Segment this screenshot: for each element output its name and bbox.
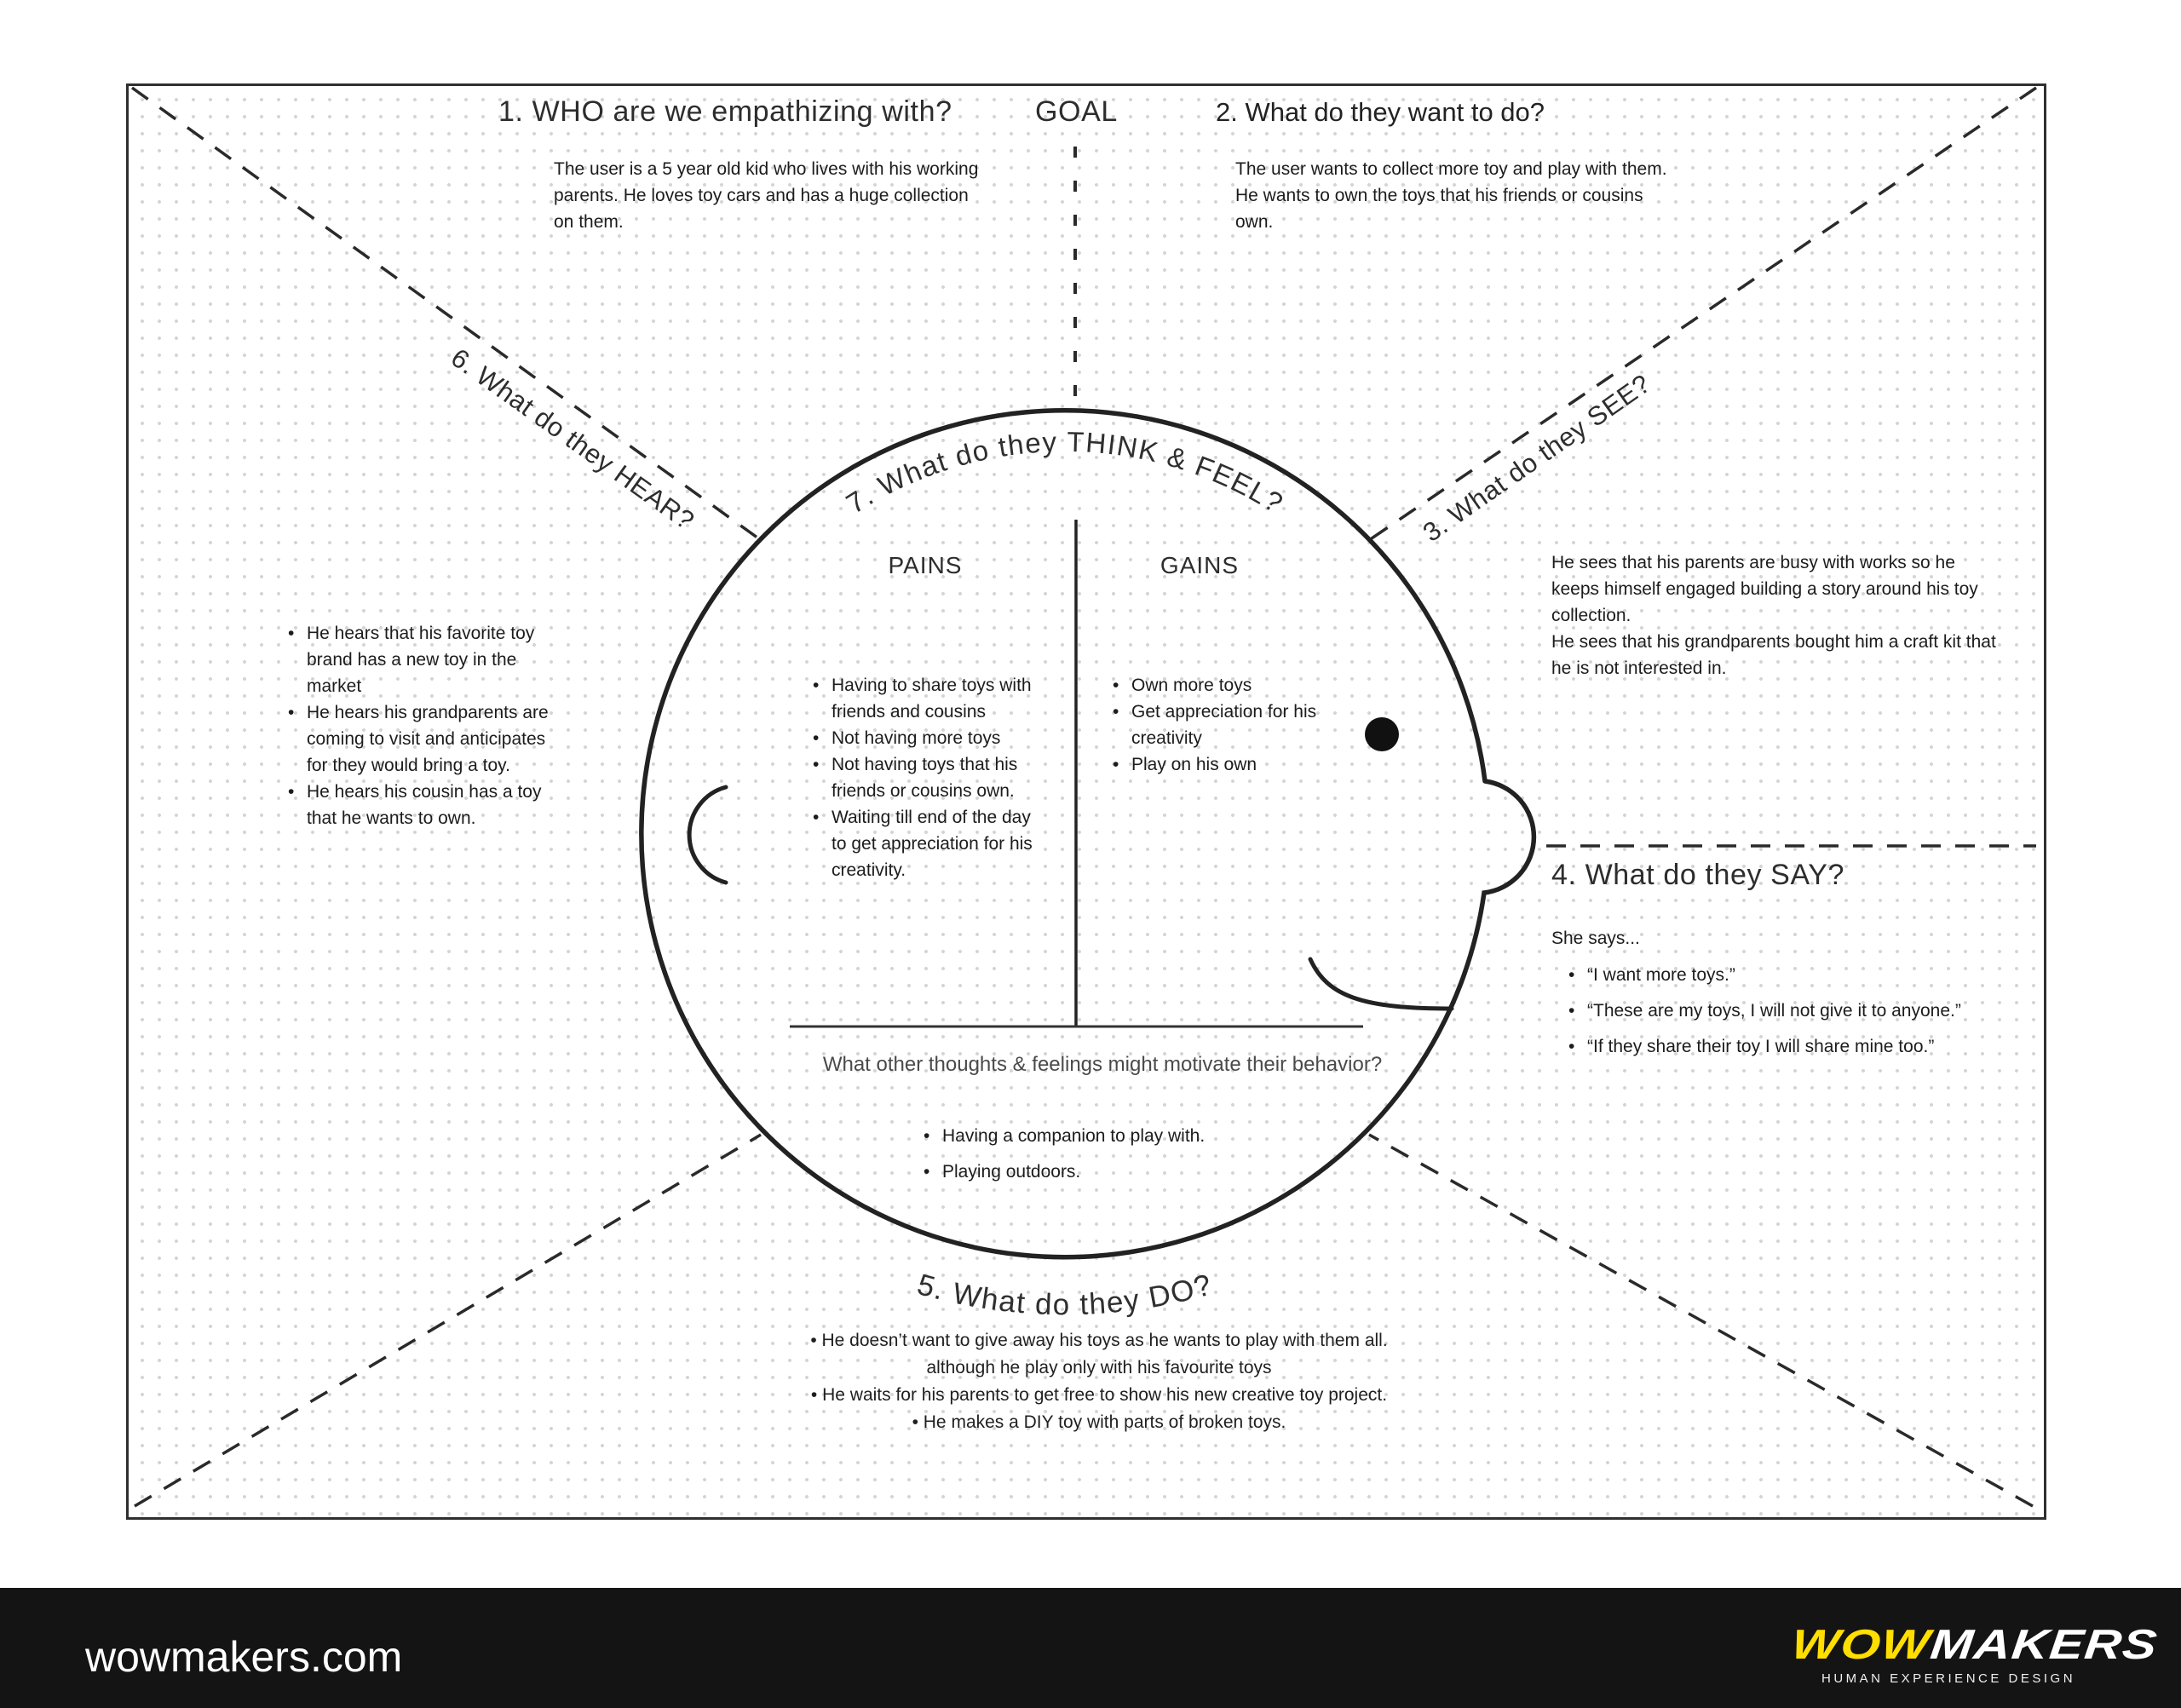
website-link[interactable]: wowmakers.com [85, 1633, 403, 1681]
section2-body: The user wants to collect more toy and p… [1235, 159, 1667, 232]
hear-item: He hears his cousin has a toy that he wa… [283, 779, 571, 831]
say-quote: “If they share their toy I will share mi… [1563, 1034, 2040, 1060]
section5-body: He doesn’t want to give away his toys as… [673, 1327, 1525, 1436]
thoughts-list: Having a companion to play with. Playing… [918, 1123, 1276, 1185]
say-quote: “I want more toys.” [1563, 963, 2040, 988]
section2-title: 2. What do they want to do? [1216, 97, 1545, 127]
logo-tagline: HUMAN EXPERIENCE DESIGN [1821, 1671, 2076, 1686]
thoughts-caption: What other thoughts & feelings might mot… [822, 1053, 1383, 1076]
section1-title: 1. WHO are we empathizing with? [498, 95, 952, 128]
do-item: He makes a DIY toy with parts of broken … [673, 1409, 1525, 1436]
section3-paragraph: He sees that his parents are busy with w… [1551, 553, 1978, 625]
pain-item: Having to share toys with friends and co… [808, 672, 1050, 725]
hear-item: He hears his grandparents are coming to … [283, 699, 571, 779]
gains-label: GAINS [1160, 552, 1240, 578]
thought-item: Having a companion to play with. [918, 1123, 1276, 1149]
wowmakers-logo: WOWMAKERS [1789, 1621, 2160, 1669]
section3-body: He sees that his parents are busy with w… [1551, 549, 1999, 681]
gain-item: Own more toys [1108, 672, 1342, 699]
section1-body: The user is a 5 year old kid who lives w… [554, 159, 979, 232]
section4-quote-list: “I want more toys.” “These are my toys, … [1563, 963, 2040, 1060]
section4-title: 4. What do they SAY? [1551, 859, 1844, 891]
do-item-continuation: although he play only with his favourite… [926, 1358, 1272, 1377]
gain-item: Play on his own [1108, 751, 1342, 778]
logo-wow-text: WOW [1789, 1622, 1933, 1668]
section6-list: He hears that his favorite toy brand has… [283, 620, 571, 831]
pains-list: Having to share toys with friends and co… [808, 672, 1050, 883]
pain-item: Waiting till end of the day to get appre… [808, 804, 1050, 883]
footer-bar [0, 1588, 2181, 1708]
thought-item: Playing outdoors. [918, 1159, 1276, 1185]
do-item: He waits for his parents to get free to … [673, 1382, 1525, 1409]
logo-makers-text: MAKERS [1928, 1622, 2161, 1668]
section4-intro: She says... [1551, 929, 1640, 948]
say-quote: “These are my toys, I will not give it t… [1563, 998, 2040, 1024]
section3-paragraph: He sees that his grandparents bought him… [1551, 632, 1996, 678]
goal-label: GOAL [1035, 95, 1118, 128]
gain-item: Get appreciation for his creativity [1108, 699, 1342, 751]
gains-list: Own more toys Get appreciation for his c… [1108, 672, 1342, 778]
pains-label: PAINS [888, 552, 963, 578]
pain-item: Not having more toys [808, 725, 1050, 751]
do-item: He doesn’t want to give away his toys as… [673, 1327, 1525, 1354]
hear-item: He hears that his favorite toy brand has… [283, 620, 571, 699]
pain-item: Not having toys that his friends or cous… [808, 751, 1050, 804]
